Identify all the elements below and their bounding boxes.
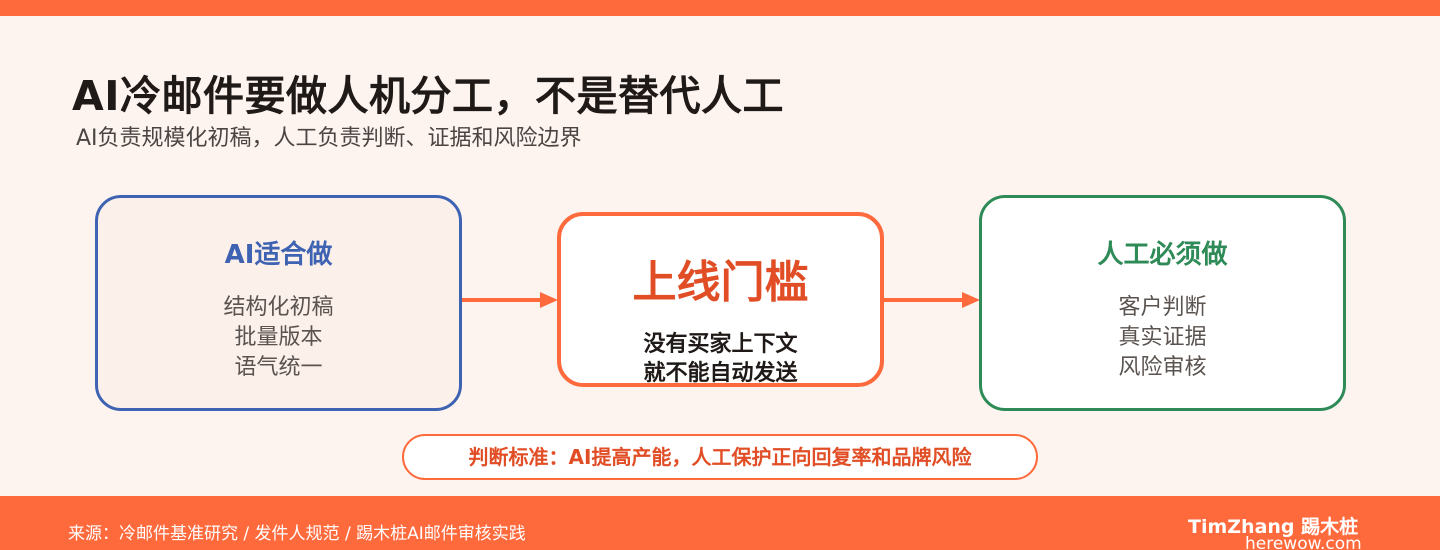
criteria-banner: 判断标准：AI提高产能，人工保护正向回复率和品牌风险 [402, 434, 1038, 480]
brand-url: herewow.com [1245, 534, 1362, 550]
human-tasks-box: 人工必须做 客户判断 真实证据 风险审核 [979, 195, 1346, 411]
ai-tasks-heading: AI适合做 [224, 240, 333, 270]
top-accent-bar [0, 0, 1440, 16]
ai-tasks-list: 结构化初稿 批量版本 语气统一 [98, 293, 459, 383]
arrow-head [540, 292, 558, 308]
footer-bar: 来源：冷邮件基准研究 / 发件人规范 / 踢木桩AI邮件审核实践 TimZhan… [0, 496, 1440, 550]
human-task-item: 真实证据 [1118, 325, 1207, 350]
page-subtitle: AI负责规模化初稿，人工负责判断、证据和风险边界 [76, 126, 582, 151]
threshold-note-line: 没有买家上下文 [643, 332, 798, 357]
page-title: AI冷邮件要做人机分工，不是替代人工 [72, 72, 784, 120]
ai-task-item: 语气统一 [234, 355, 323, 380]
source-note: 来源：冷邮件基准研究 / 发件人规范 / 踢木桩AI邮件审核实践 [68, 524, 526, 544]
ai-task-item: 结构化初稿 [223, 295, 334, 320]
ai-tasks-box: AI适合做 结构化初稿 批量版本 语气统一 [95, 195, 462, 411]
arrow-left-to-center [462, 292, 558, 308]
brand-name: TimZhang 踢木桩 [1188, 516, 1359, 538]
ai-task-item: 批量版本 [234, 325, 323, 350]
human-task-item: 风险审核 [1118, 355, 1207, 380]
human-tasks-list: 客户判断 真实证据 风险审核 [982, 293, 1343, 383]
human-task-item: 客户判断 [1118, 295, 1207, 320]
arrow-head [962, 292, 980, 308]
launch-threshold-heading: 上线门槛 [632, 257, 809, 308]
launch-threshold-note: 没有买家上下文 就不能自动发送 [561, 330, 880, 388]
arrow-center-to-right [884, 292, 980, 308]
launch-threshold-box: 上线门槛 没有买家上下文 就不能自动发送 [557, 212, 884, 387]
threshold-note-line: 就不能自动发送 [643, 361, 798, 386]
human-tasks-heading: 人工必须做 [1097, 240, 1228, 270]
